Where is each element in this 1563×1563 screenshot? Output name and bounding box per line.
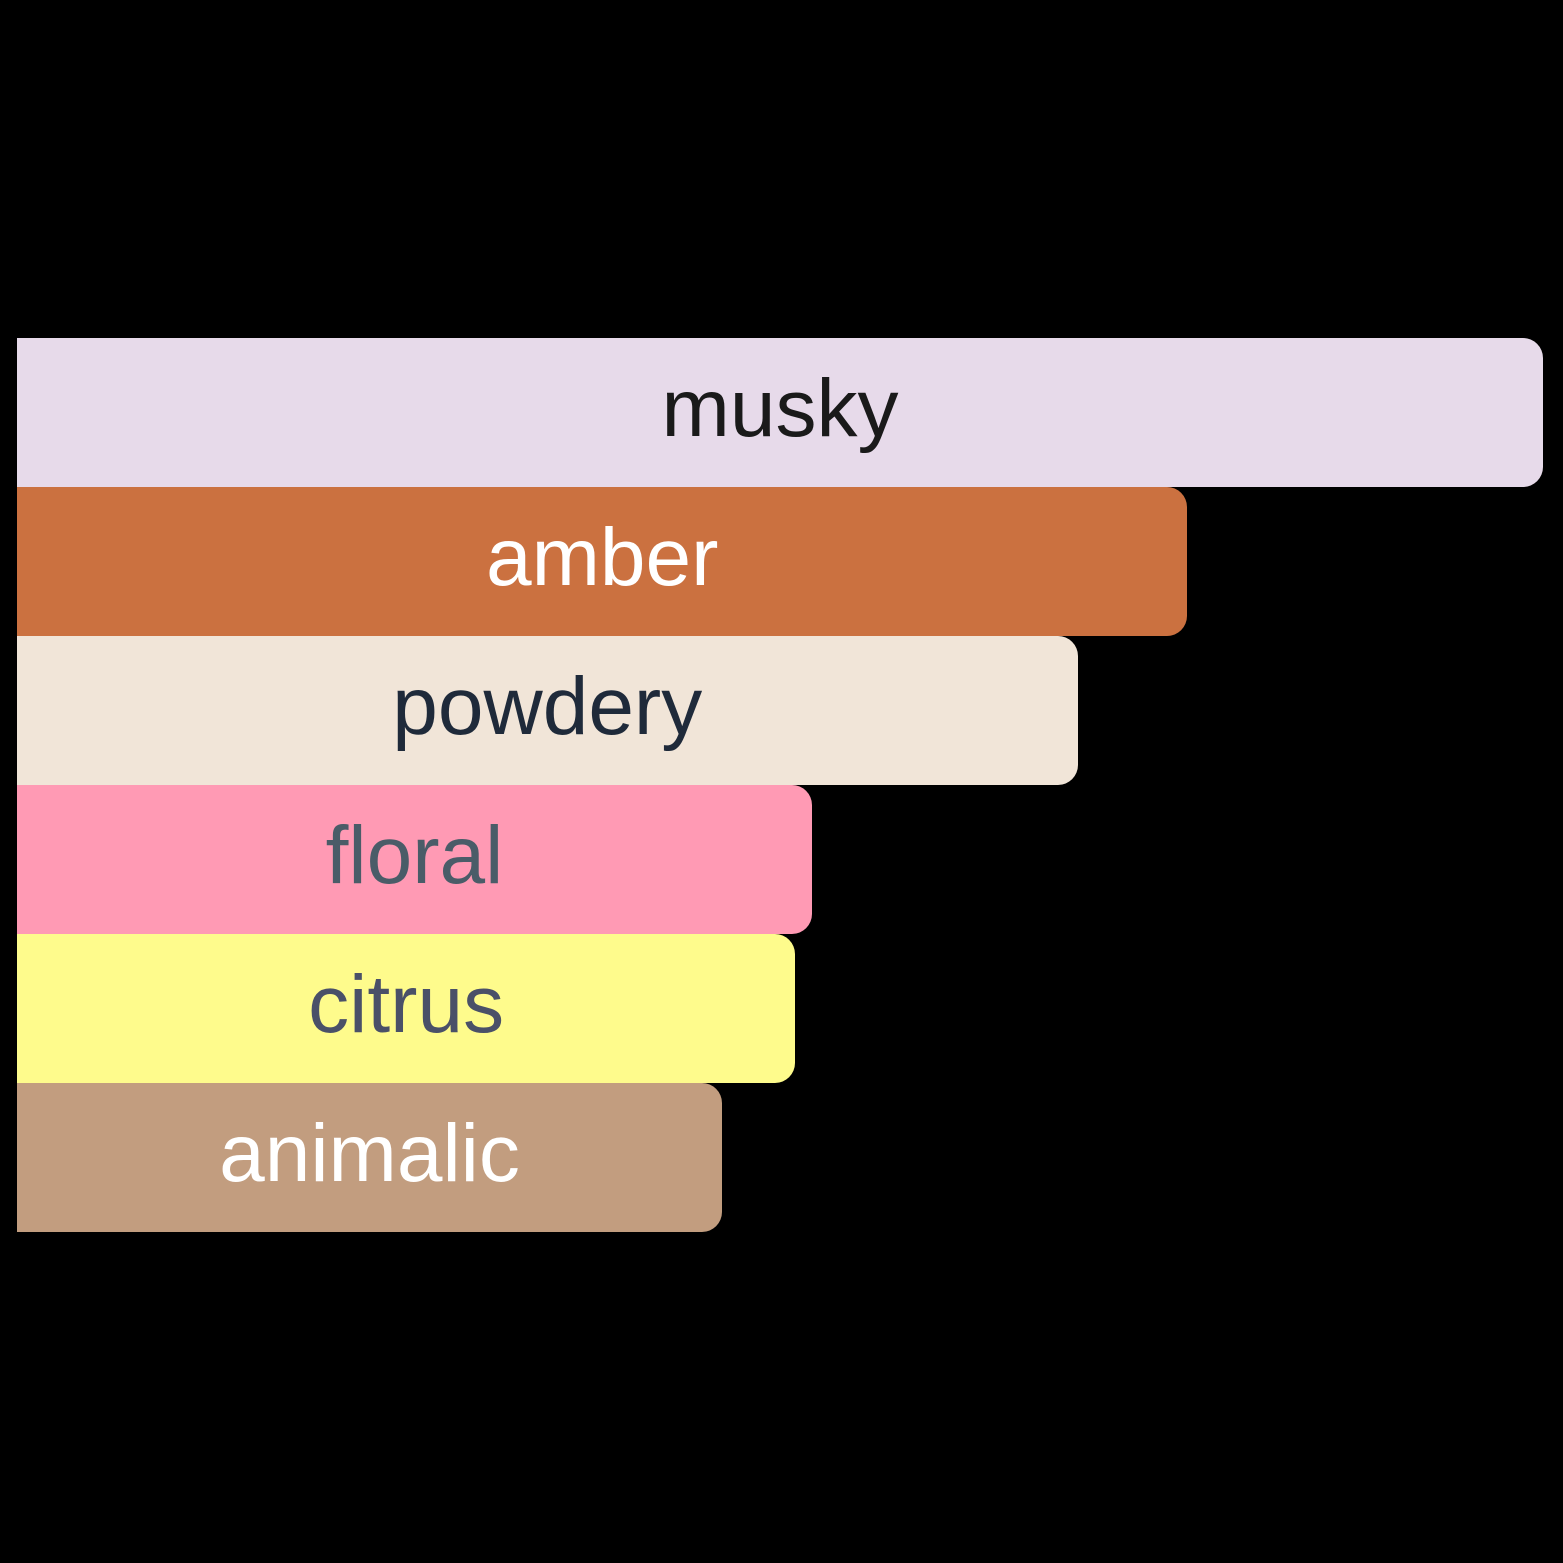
bar-label: animalic [219,1107,520,1199]
bar-label: musky [661,362,899,454]
accord-bar-chart: musky amber powdery floral citrus animal… [17,338,1543,1232]
bar-powdery: powdery [17,636,1078,785]
bar-animalic: animalic [17,1083,722,1232]
bar-citrus: citrus [17,934,796,1083]
bar-label: powdery [392,660,703,752]
bar-musky: musky [17,338,1543,487]
bar-label: amber [486,511,719,603]
bar-label: citrus [308,958,505,1050]
bar-label: floral [325,809,504,901]
bar-floral: floral [17,785,813,934]
bar-amber: amber [17,487,1188,636]
